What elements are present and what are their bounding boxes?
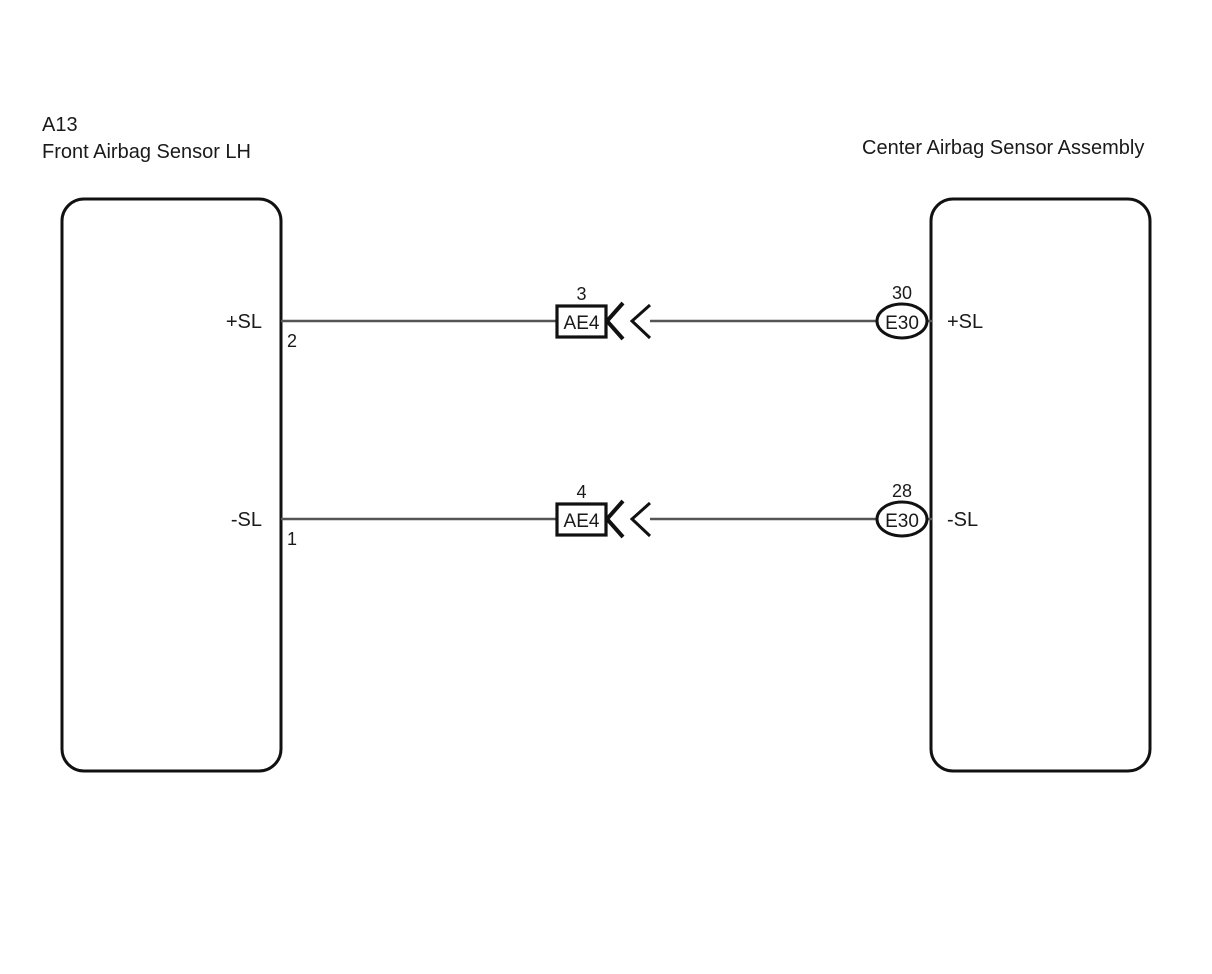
left-component-box [60,197,283,773]
upper-chevron-inner-icon [604,301,625,341]
lower-inline-connector-box [555,502,608,537]
right-terminal-label-upper: +SL [947,311,983,333]
right-component-box [929,197,1152,773]
upper-inline-connector-pin: 3 [576,284,586,304]
left-pin-upper: 2 [287,331,297,351]
upper-right-connector-ellipse [875,302,929,340]
lower-chevron-inner-icon [604,499,625,539]
left-terminal-label-upper: +SL [226,311,262,333]
lower-right-connector-pin: 28 [892,481,912,501]
upper-chevron-outer-icon [629,303,652,340]
lower-circuit-group: AE4 4 E30 28 [281,481,932,539]
lower-inline-connector-id: AE4 [564,511,600,532]
left-component-code: A13 [42,114,78,136]
right-terminal-label-lower: -SL [947,509,978,531]
lower-inline-connector-pin: 4 [576,482,586,502]
lower-right-connector-id: E30 [885,511,919,532]
left-component-group: A13 Front Airbag Sensor LH +SL 2 -SL 1 [42,114,297,773]
lower-right-connector-ellipse [875,500,929,538]
left-pin-lower: 1 [287,529,297,549]
upper-right-connector-id: E30 [885,313,919,334]
upper-right-connector-pin: 30 [892,283,912,303]
right-component-name: Center Airbag Sensor Assembly [862,137,1144,159]
upper-inline-connector-box [555,304,608,339]
left-terminal-label-lower: -SL [231,509,262,531]
lower-chevron-outer-icon [629,501,652,538]
upper-inline-connector-id: AE4 [564,313,600,334]
upper-circuit-group: AE4 3 E30 30 [281,283,932,341]
left-component-name: Front Airbag Sensor LH [42,141,251,163]
right-component-group: Center Airbag Sensor Assembly +SL -SL [862,137,1152,773]
